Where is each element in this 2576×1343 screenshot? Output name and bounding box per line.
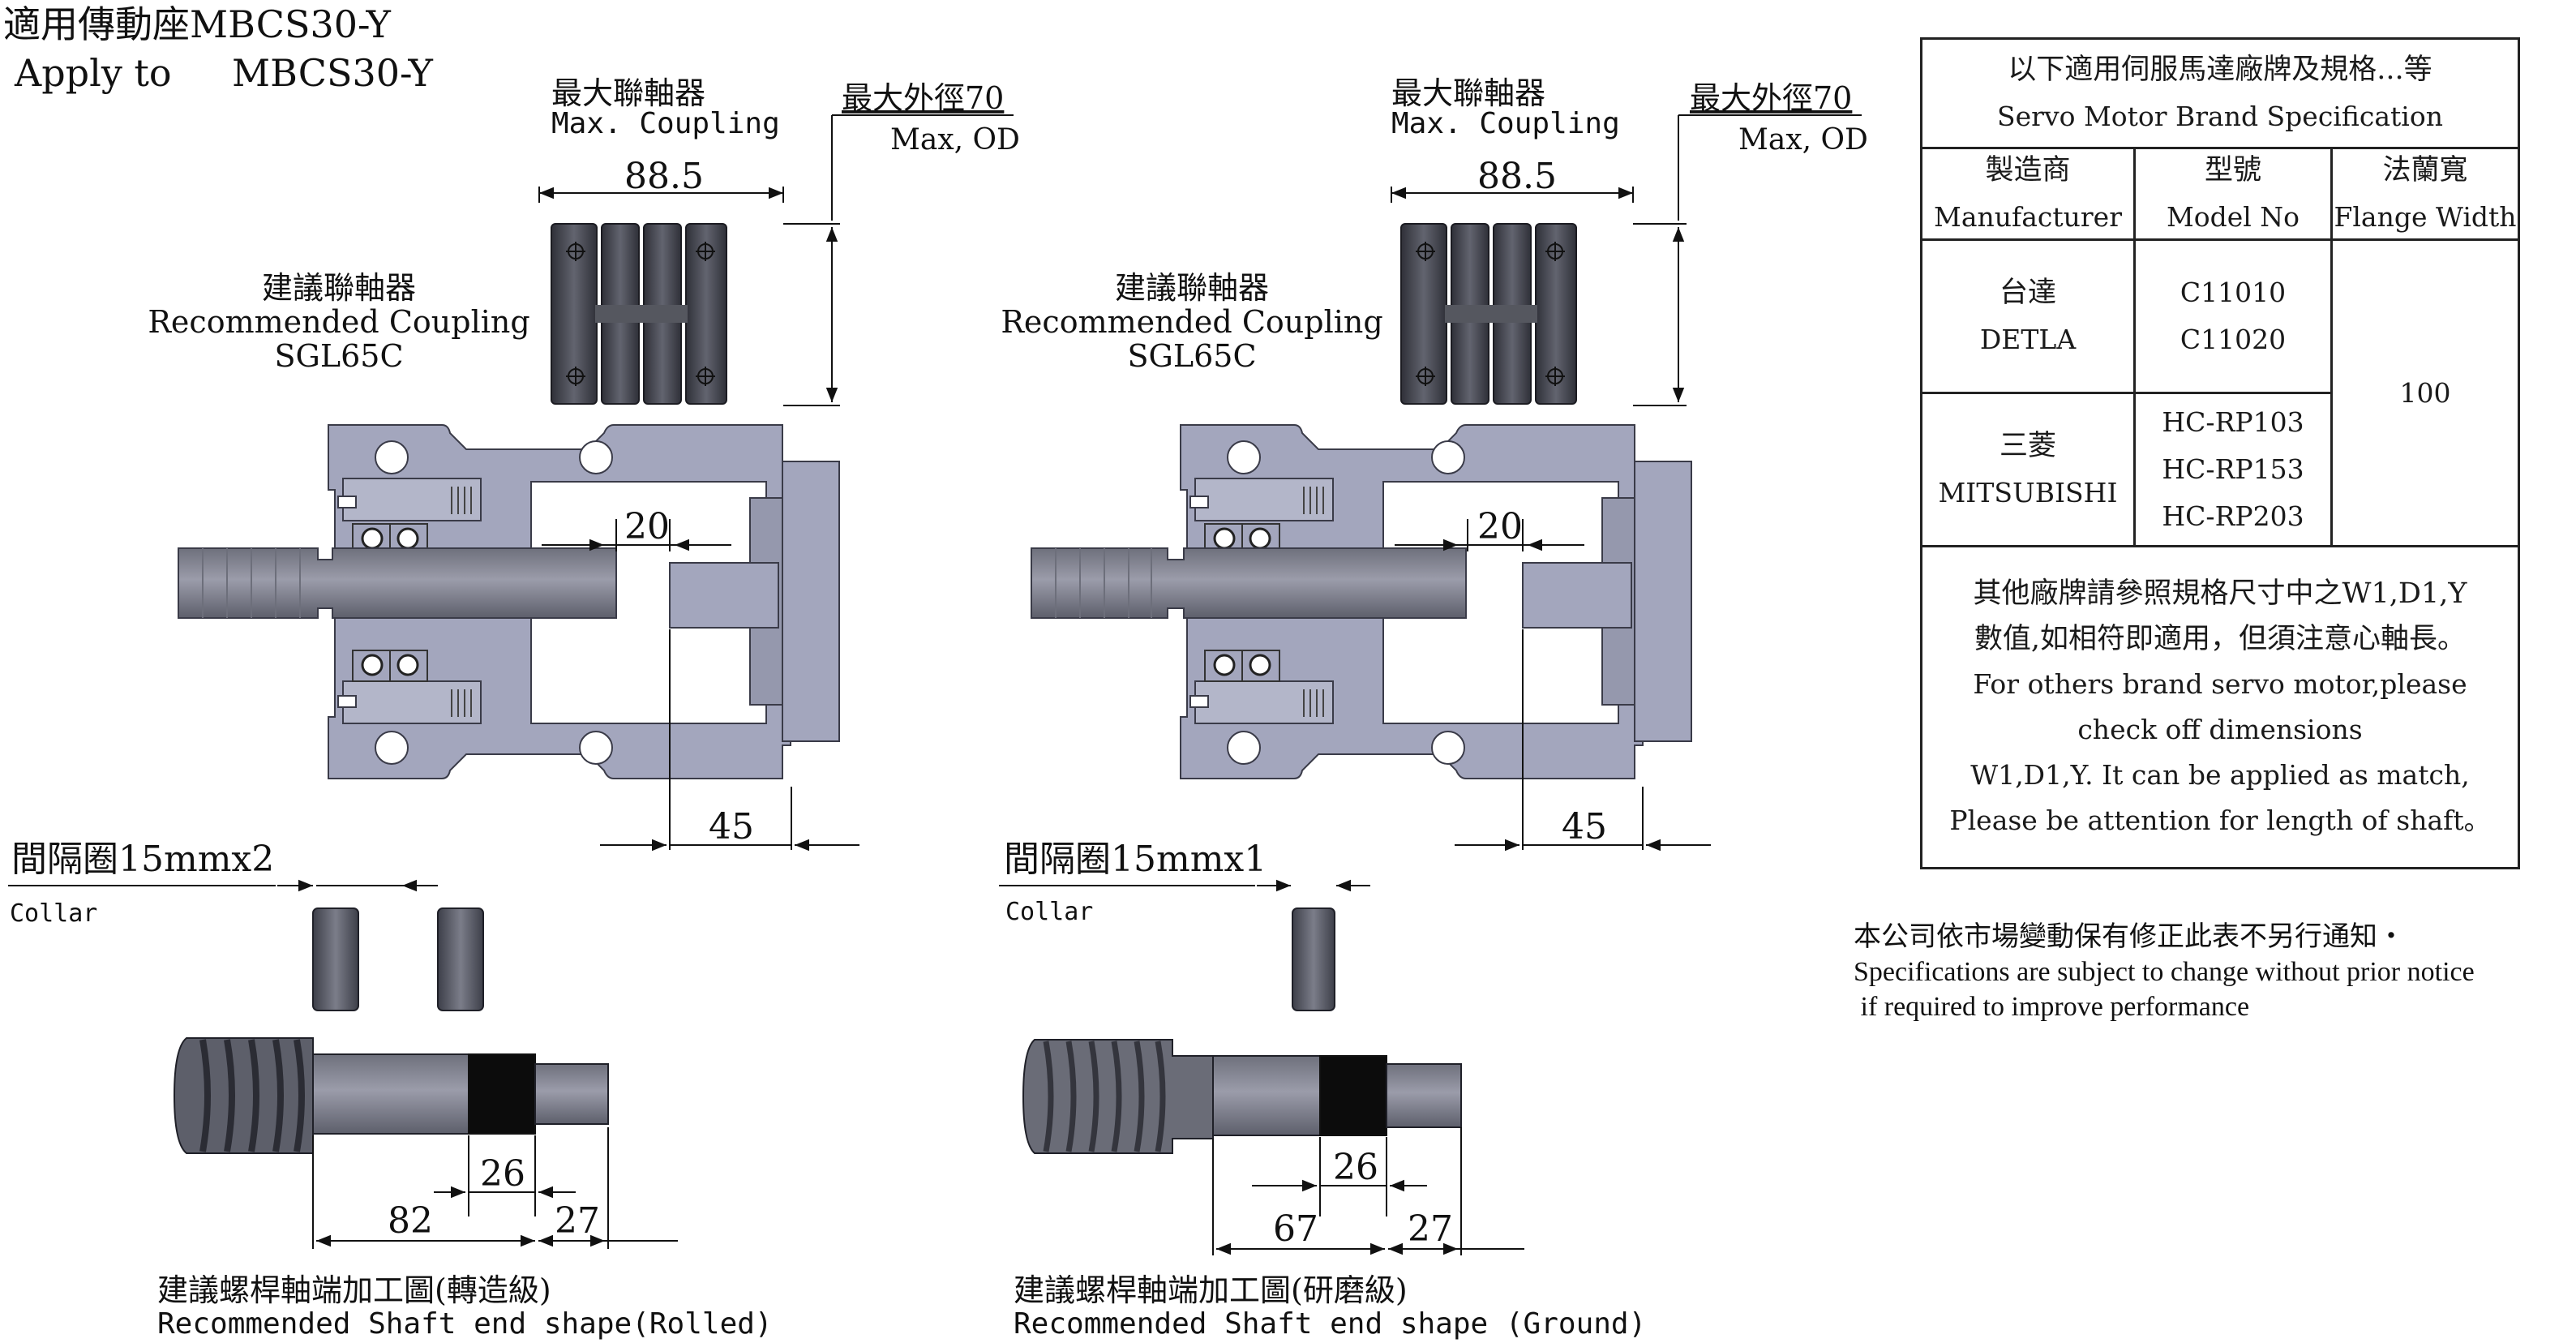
left-max-coupling-en: Max. Coupling [551, 107, 780, 140]
model-hc-rp203: HC-RP203 [2162, 500, 2304, 532]
spec-title-cn: 以下適用伺服馬達廠牌及規格...等 [2008, 54, 2432, 86]
table-row-delta-models: C11010 C11020 [2136, 241, 2330, 392]
right-collar-cn: 間隔圈15mmx1 [1004, 839, 1267, 880]
right-screw-shaft [1031, 547, 1632, 629]
header-flange-en: Flange Width [2334, 201, 2517, 233]
right-caption-cn: 建議螺桿軸端加工圖(研磨級) [1014, 1272, 1408, 1308]
maker-delta-cn: 台達 [1999, 277, 2056, 309]
header-manufacturer: 製造商 Manufacturer [1922, 149, 2133, 238]
left-collar-1 [312, 907, 359, 1011]
left-assembly: 最大聯軸器 Max. Coupling 最大外徑70 Max, OD 88.5 … [8, 75, 1020, 1341]
model-c11010: C11010 [2180, 277, 2287, 308]
right-max-coupling-en: Max. Coupling [1391, 107, 1620, 140]
spec-change-notice: 本公司依市場變動保有修正此表不另行通知・ Specifications are … [1854, 920, 2567, 1024]
left-rec-coupling-model: SGL65C [274, 338, 403, 374]
note-line-2: 數值,如相符即適用，但須注意心軸長。 [1974, 623, 2467, 655]
title-cn: 適用傳動座MBCS30-Y [3, 2, 391, 46]
model-hc-rp153: HC-RP153 [2162, 453, 2304, 485]
spec-table-title: 以下適用伺服馬達廠牌及規格...等 Servo Motor Brand Spec… [1922, 40, 2518, 147]
right-collar-en: Collar [1005, 898, 1093, 926]
left-screw-shaft [178, 547, 779, 629]
header-manufacturer-cn: 製造商 [1985, 154, 2071, 187]
table-row-mitsubishi-maker: 三菱 MITSUBISHI [1922, 394, 2133, 545]
header-model-cn: 型號 [2204, 154, 2261, 187]
right-rec-coupling-cn: 建議聯軸器 [1115, 270, 1269, 306]
model-c11020: C11020 [2180, 324, 2287, 355]
spec-table-notes: 其他廠牌請參照規格尺寸中之W1,D1,Y 數值,如相符即適用，但須注意心軸長。 … [1922, 547, 2518, 867]
left-coupling [551, 223, 727, 405]
left-max-od-en: Max, OD [890, 123, 1020, 157]
right-dim-shaft-total: 67 [1273, 1208, 1318, 1250]
note-line-3: For others brand servo motor,please [1973, 668, 2467, 700]
notice-en-line2: if required to improve performance [1854, 992, 2250, 1022]
right-dim-shaft-26: 26 [1333, 1147, 1378, 1188]
right-max-od-cn: 最大外徑70 [1690, 80, 1852, 116]
left-dim-shaft-26: 26 [480, 1153, 525, 1195]
servo-spec-table: 以下適用伺服馬達廠牌及規格...等 Servo Motor Brand Spec… [1920, 37, 2520, 869]
left-shaft-end [173, 1037, 609, 1154]
right-coupling [1400, 223, 1577, 405]
left-rec-coupling-cn: 建議聯軸器 [262, 270, 416, 306]
left-collar-cn: 間隔圈15mmx2 [11, 839, 274, 880]
left-collar-en: Collar [10, 899, 97, 928]
model-hc-rp103: HC-RP103 [2162, 406, 2304, 438]
note-line-4: check off dimensions [2077, 714, 2363, 745]
left-dim-shaft-total: 82 [388, 1200, 433, 1242]
maker-mitsubishi-en: MITSUBISHI [1938, 477, 2118, 508]
right-dim-coupling-length: 88.5 [1477, 156, 1557, 197]
flange-width-value: 100 [2333, 241, 2518, 545]
right-assembly: 最大聯軸器 Max. Coupling 最大外徑70 Max, OD 88.5 … [999, 75, 1868, 1341]
spec-title-en: Servo Motor Brand Specification [1997, 101, 2443, 132]
right-dim-gap: 20 [1477, 506, 1523, 547]
notice-cn: 本公司依市場變動保有修正此表不另行通知・ [1854, 922, 2405, 952]
right-rec-coupling-model: SGL65C [1127, 338, 1256, 374]
flange-width-100: 100 [2399, 376, 2451, 409]
note-line-1: 其他廠牌請參照規格尺寸中之W1,D1,Y [1973, 577, 2467, 610]
right-dim-bottom: 45 [1562, 806, 1607, 847]
header-flange-cn: 法蘭寬 [2382, 154, 2468, 187]
right-rec-coupling-en: Recommended Coupling [1001, 304, 1382, 340]
maker-delta-en: DETLA [1979, 324, 2077, 355]
notice-en-line1: Specifications are subject to change wit… [1854, 957, 2475, 987]
left-collar-2 [437, 907, 484, 1011]
table-row-delta-maker: 台達 DETLA [1922, 241, 2133, 392]
note-line-5: W1,D1,Y. It can be applied as match, [1970, 759, 2470, 791]
right-caption-en: Recommended Shaft end shape (Ground) [1014, 1307, 1646, 1341]
left-caption-cn: 建議螺桿軸端加工圖(轉造級) [157, 1272, 551, 1308]
header-manufacturer-en: Manufacturer [1934, 201, 2122, 233]
title-en-model: MBCS30-Y [232, 51, 433, 95]
right-max-coupling-cn: 最大聯軸器 [1391, 75, 1545, 111]
left-dim-bottom: 45 [709, 806, 754, 847]
header-flange: 法蘭寬 Flange Width [2333, 149, 2518, 238]
header-model: 型號 Model No [2136, 149, 2330, 238]
left-max-coupling-cn: 最大聯軸器 [551, 75, 705, 111]
left-dim-shaft-27: 27 [555, 1200, 600, 1242]
right-collar-1 [1292, 907, 1335, 1011]
left-caption-en: Recommended Shaft end shape(Rolled) [157, 1307, 773, 1341]
title-en-prefix: Apply to [14, 51, 172, 95]
left-dim-gap: 20 [624, 506, 670, 547]
right-shaft-end [1022, 1039, 1462, 1154]
left-rec-coupling-en: Recommended Coupling [148, 304, 529, 340]
right-dim-shaft-27: 27 [1408, 1208, 1453, 1250]
left-dim-coupling-length: 88.5 [624, 156, 704, 197]
note-line-6: Please be attention for length of shaft。 [1949, 805, 2491, 836]
table-row-mitsubishi-models: HC-RP103 HC-RP153 HC-RP203 [2136, 394, 2330, 545]
header-model-en: Model No [2166, 201, 2300, 233]
right-max-od-en: Max, OD [1738, 123, 1868, 157]
maker-mitsubishi-cn: 三菱 [1999, 430, 2056, 462]
left-max-od-cn: 最大外徑70 [842, 80, 1004, 116]
